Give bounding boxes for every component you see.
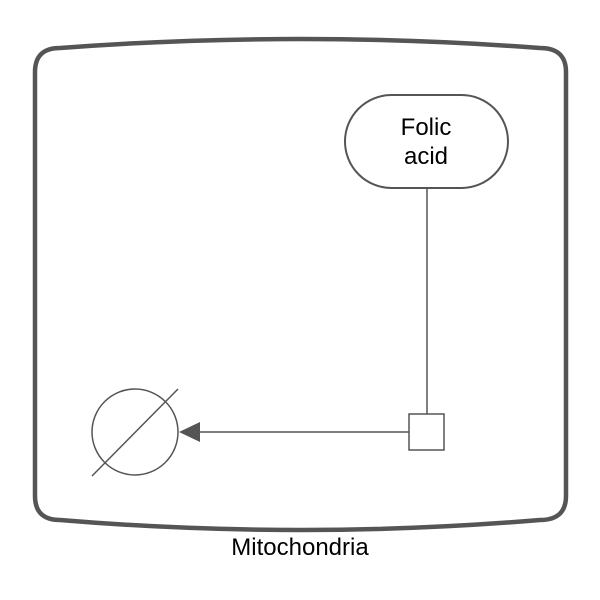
species-label-line1: Folic [401,114,452,141]
species-shape [344,94,509,189]
sink-node[interactable] [91,388,179,477]
species-folic-acid[interactable]: Folic acid [344,94,509,189]
species-label-line2: acid [404,143,448,170]
process-node[interactable] [408,413,445,451]
arrowhead-icon [179,422,200,442]
production-edge[interactable] [179,422,409,442]
empty-set-slash [91,388,179,477]
compartment-label: Mitochondria [231,534,369,561]
